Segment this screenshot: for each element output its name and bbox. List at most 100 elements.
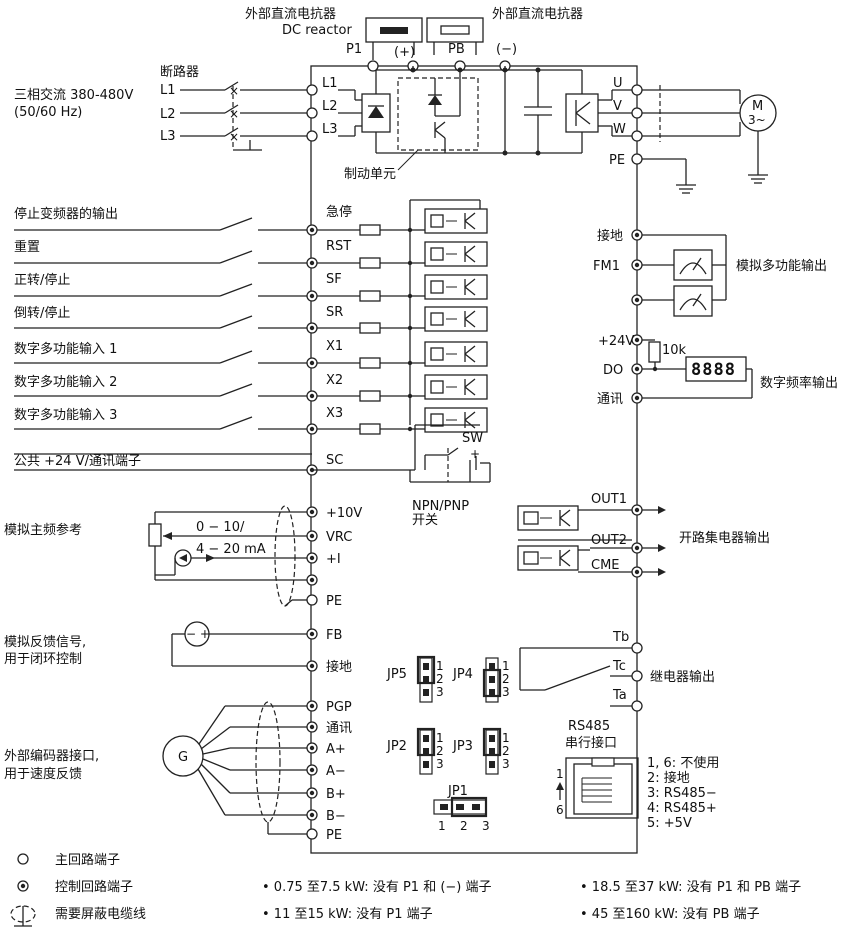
open-collector-wiring xyxy=(517,504,666,578)
inverter-bridge xyxy=(565,70,637,153)
svg-text:2: 2 xyxy=(502,744,510,758)
term-fm1: FM1 xyxy=(593,259,620,274)
open-collector-label: 开路集电器输出 xyxy=(679,530,770,546)
legend-note-4: • 45 至160 kW: 没有 PB 端子 xyxy=(580,907,760,922)
do-output-wiring xyxy=(631,334,753,404)
dc-capacitor xyxy=(524,67,552,156)
digital-input-wiring xyxy=(14,199,488,435)
supply-label: 三相交流 380-480V xyxy=(14,87,133,103)
feedback-wiring: − + xyxy=(171,621,318,672)
sc-term: SC xyxy=(326,453,343,468)
term-pe-enc: PE xyxy=(326,828,342,843)
svg-text:L3: L3 xyxy=(322,122,338,137)
svg-text:3: 3 xyxy=(502,757,510,771)
di-term-rst: RST xyxy=(326,239,351,254)
svg-text:U: U xyxy=(613,76,623,91)
rs485-connector xyxy=(556,757,639,819)
term-cme: CME xyxy=(591,558,620,573)
term-24v: +24V xyxy=(598,334,634,349)
legend-note-2: • 11 至15 kW: 没有 P1 端子 xyxy=(262,907,433,922)
sc-desc: 公共 +24 V/通讯端子 xyxy=(14,454,141,469)
analog-ref-desc: 模拟主频参考 xyxy=(4,522,82,538)
feedback-desc-2: 用于闭环控制 xyxy=(4,652,82,667)
svg-text:1: 1 xyxy=(502,659,510,673)
svg-text:3: 3 xyxy=(482,819,490,833)
di-term-x1: X1 xyxy=(326,339,343,354)
legend-main: 主回路端子 xyxy=(55,852,120,868)
jumper: 123 xyxy=(482,657,510,703)
svg-text:×: × xyxy=(229,130,239,144)
analog-output-label: 模拟多功能输出 xyxy=(736,258,827,274)
svg-text:− +: − + xyxy=(186,627,210,641)
rs485-note-4: 4: RS485+ xyxy=(647,801,717,816)
term-ground-right: 接地 xyxy=(597,228,623,244)
term-a-plus: A+ xyxy=(326,742,346,757)
svg-text:2: 2 xyxy=(502,672,510,686)
jp1-label: JP1 xyxy=(447,784,468,799)
svg-text:2: 2 xyxy=(436,744,444,758)
rectifier-block xyxy=(338,70,391,153)
svg-text:W: W xyxy=(613,122,626,137)
ext-dc-resistor-label: 外部直流电抗器 xyxy=(492,7,583,22)
relay-output-wiring xyxy=(519,642,643,712)
encoder-desc-2: 用于速度反馈 xyxy=(4,766,82,782)
term-a-minus: A− xyxy=(326,764,346,779)
svg-text:L3: L3 xyxy=(160,129,176,144)
term-ta: Ta xyxy=(612,688,627,703)
di-term-x3: X3 xyxy=(326,406,343,421)
motor: M 3~ xyxy=(739,94,777,184)
term-pe-analog: PE xyxy=(326,594,342,609)
rs485-note-1: 1, 6: 不使用 xyxy=(647,755,719,771)
npn-pnp-label: NPN/PNP xyxy=(412,499,469,514)
npn-pnp-switch: + xyxy=(312,424,491,483)
terminal-plus-label: (+) xyxy=(394,45,415,60)
terminal-pb-label: PB xyxy=(448,42,465,57)
dc-reactor-component xyxy=(365,17,423,60)
legend-control: 控制回路端子 xyxy=(55,879,133,895)
di-desc-sf: 正转/停止 xyxy=(14,272,70,288)
current-range-label: 4 − 20 mA xyxy=(196,542,266,557)
input-terminals: L1 L2 L3 xyxy=(306,76,338,142)
svg-text:2: 2 xyxy=(460,819,468,833)
jp5-label: JP5 xyxy=(386,667,407,682)
svg-text:1: 1 xyxy=(502,731,510,745)
term-fb: FB xyxy=(326,628,342,643)
freq-output-label: 数字频率输出 xyxy=(760,375,838,391)
rs485-note-5: 5: +5V xyxy=(647,816,692,831)
term-comm-right: 通讯 xyxy=(597,392,623,407)
term-b-plus: B+ xyxy=(326,787,346,802)
di-desc-x3: 数字多功能输入 3 xyxy=(14,407,117,423)
digital-input-row xyxy=(14,306,488,334)
brake-unit-label: 制动单元 xyxy=(344,167,396,182)
rs485-note-3: 3: RS485− xyxy=(647,786,717,801)
jp4-label: JP4 xyxy=(452,667,473,682)
term-pgp: PGP xyxy=(326,700,352,715)
jp3-label: JP3 xyxy=(452,739,473,754)
rs485-pin1: 1 xyxy=(556,767,564,781)
svg-text:3: 3 xyxy=(436,685,444,699)
di-desc-stop: 停止变频器的输出 xyxy=(14,206,118,222)
relay-output-label: 继电器输出 xyxy=(650,669,715,685)
svg-text:L1: L1 xyxy=(322,76,338,91)
rs485-subtitle: 串行接口 xyxy=(565,735,617,751)
digital-input-row xyxy=(14,208,488,236)
jumper: 123 xyxy=(416,655,444,703)
term-plus-i: +I xyxy=(326,552,341,567)
rs485-pin6: 6 xyxy=(556,803,564,817)
svg-text:1: 1 xyxy=(438,819,446,833)
term-comm-enc: 通讯 xyxy=(326,721,352,736)
encoder-desc-1: 外部编码器接口, xyxy=(4,748,99,764)
digital-input-row xyxy=(14,274,488,302)
di-desc-x2: 数字多功能输入 2 xyxy=(14,374,117,390)
di-desc-sr: 倒转/停止 xyxy=(14,305,70,321)
power-input-lines: L1 L2 L3 × × × xyxy=(160,81,312,151)
svg-text:L1: L1 xyxy=(160,83,176,98)
di-desc-x1: 数字多功能输入 1 xyxy=(14,341,117,357)
term-do: DO xyxy=(603,363,623,378)
digital-input-row xyxy=(14,407,488,435)
dc-reactor-en-label: DC reactor xyxy=(282,23,352,38)
di-desc-rst: 重置 xyxy=(14,239,40,255)
svg-text:×: × xyxy=(229,84,239,98)
